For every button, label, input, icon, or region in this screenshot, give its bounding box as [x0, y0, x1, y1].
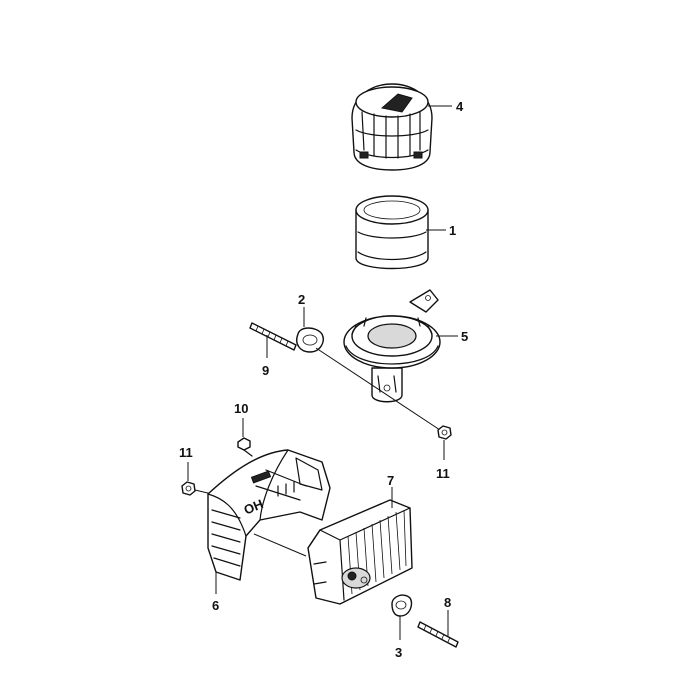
assembly-line [315, 347, 441, 431]
gasket [296, 327, 324, 353]
filter-element [355, 195, 429, 270]
muffler-shield: OH [207, 449, 331, 581]
callout-5: 5 [461, 329, 468, 344]
callout-4: 4 [456, 99, 464, 114]
callout-1: 1 [449, 223, 456, 238]
muffler-gasket [391, 594, 413, 617]
callout-11-right: 11 [436, 466, 450, 481]
stamp-text: OH [242, 496, 266, 517]
callout-6: 7 [387, 473, 394, 488]
nut-right [437, 425, 452, 440]
callout-7: 6 [212, 598, 219, 613]
callout-3: 3 [395, 645, 402, 660]
callout-10: 10 [234, 401, 248, 416]
callout-11-left: 11 [179, 445, 193, 460]
air-filter-cover [351, 83, 433, 171]
nut-left [181, 481, 196, 496]
assembly-line [253, 533, 307, 557]
air-filter-base [343, 289, 441, 403]
stud-bolt-lower [417, 621, 459, 648]
callout-2: 2 [298, 292, 305, 307]
muffler [307, 499, 413, 605]
callout-9: 9 [262, 363, 269, 378]
callout-8: 8 [444, 595, 451, 610]
stud-bolt-upper [249, 322, 297, 351]
screw [237, 437, 253, 457]
